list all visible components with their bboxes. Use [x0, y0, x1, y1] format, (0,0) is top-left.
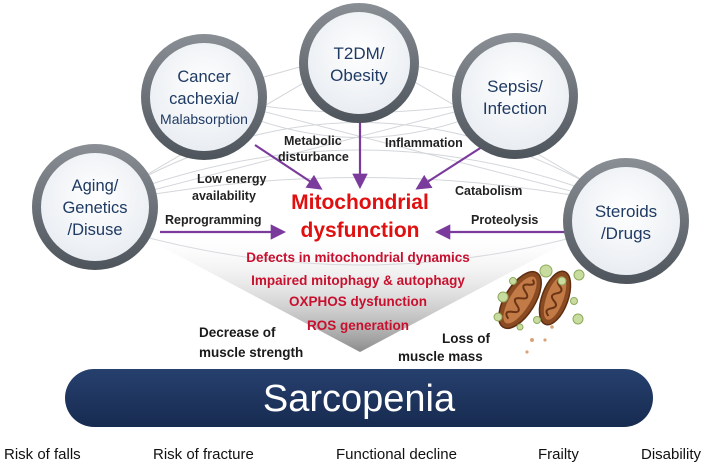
- outcomes-row: Risk of falls Risk of fracture Functiona…: [4, 446, 702, 463]
- defect-oxphos: OXPHOS dysfunction: [289, 294, 427, 309]
- cause-steroids: Steroids/Drugs: [563, 158, 689, 284]
- outcome-falls: Risk of falls: [4, 446, 81, 463]
- cause-t2dm: T2DM/Obesity: [299, 3, 419, 123]
- defects-list: Defects in mitochondrial dynamics Impair…: [246, 250, 470, 333]
- defect-mitophagy: Impaired mitophagy & autophagy: [251, 273, 465, 288]
- svg-text:Sepsis/Infection: Sepsis/Infection: [483, 77, 547, 118]
- mitochondria-icon: [493, 264, 585, 354]
- outcome-functional-decline: Functional decline: [336, 446, 457, 463]
- outcome-frailty: Frailty: [538, 446, 579, 463]
- defect-dynamics: Defects in mitochondrial dynamics: [246, 250, 470, 265]
- svg-text:Aging/Genetics/Disuse: Aging/Genetics/Disuse: [62, 177, 127, 239]
- svg-text:Steroids/Drugs: Steroids/Drugs: [595, 202, 657, 243]
- mech-catabolism: Catabolism: [455, 184, 522, 198]
- mech-proteolysis: Proteolysis: [471, 213, 538, 227]
- arrow-cancer: [254, 144, 323, 190]
- mech-reprogramming: Reprogramming: [165, 213, 262, 227]
- cause-sepsis: Sepsis/Infection: [452, 33, 578, 159]
- funnel: [130, 230, 590, 352]
- mech-inflammation: Inflammation: [385, 136, 463, 150]
- svg-text:T2DM/Obesity: T2DM/Obesity: [330, 44, 388, 85]
- arrow-sepsis: [415, 144, 486, 190]
- outcome-disability: Disability: [641, 446, 702, 463]
- outcome-fracture: Risk of fracture: [153, 446, 254, 463]
- cause-aging: Aging/Genetics/Disuse: [32, 144, 158, 270]
- sarcopenia-label: Sarcopenia: [263, 378, 456, 420]
- sarcopenia-banner: [65, 369, 653, 427]
- defect-ros: ROS generation: [307, 318, 409, 333]
